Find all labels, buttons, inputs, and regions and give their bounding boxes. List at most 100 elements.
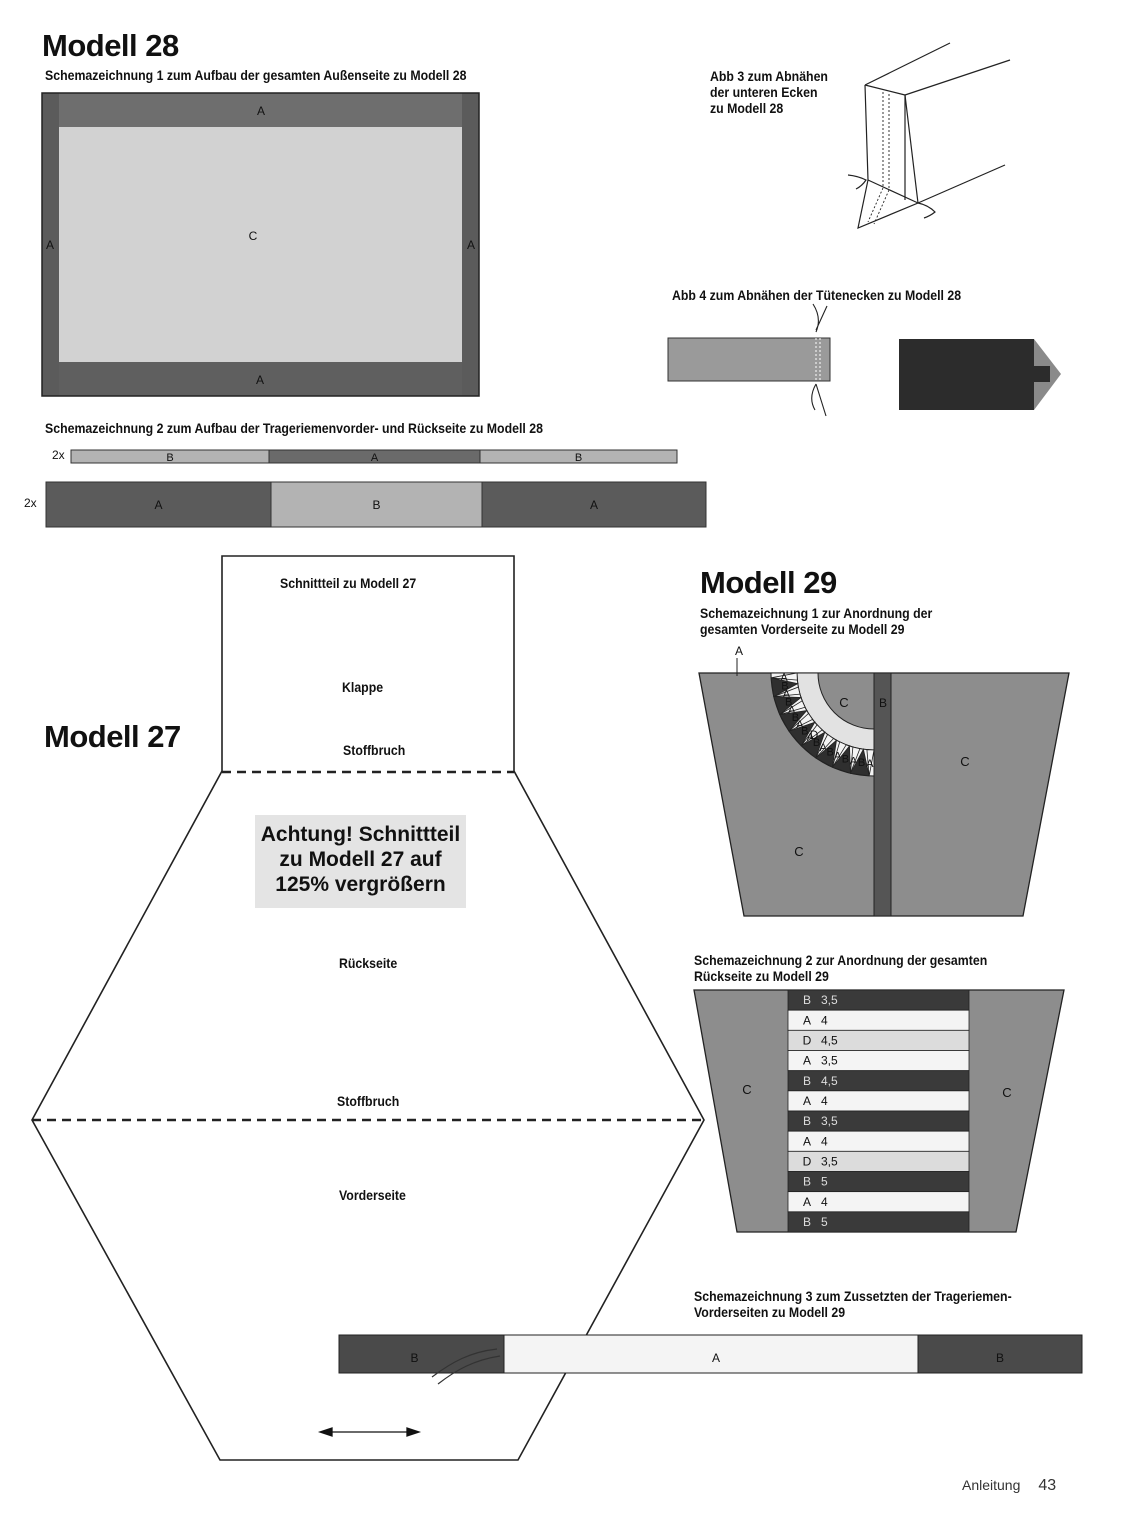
m29-fan-piece-label: B: [801, 725, 808, 737]
m29-pointer-label: A: [735, 644, 743, 658]
m29-fan-piece-label: B: [792, 712, 799, 724]
m29-stripe-width: 3,5: [821, 993, 838, 1007]
m28-abb4-dark-piece: [899, 339, 1034, 410]
m29-fan-piece: [800, 724, 823, 747]
m28-strip2-segment-label: B: [372, 498, 380, 512]
m29-stripe-letter: A: [803, 1013, 811, 1027]
m27-warning-text: Achtung! Schnittteil zu Modell 27 auf 12…: [255, 822, 466, 897]
m29-fan-piece-label: B: [785, 697, 792, 709]
m29-fan-piece: [849, 748, 870, 777]
m28-label-left: A: [46, 238, 54, 252]
m29-stripe: [787, 1211, 970, 1233]
m28-schema2-caption: Schemazeichnung 2 zum Aufbau der Trageri…: [45, 420, 543, 436]
m29-stripe-width: 4: [821, 1195, 828, 1209]
m29-stripe-letter: A: [803, 1134, 811, 1148]
m29-strap-segment: [917, 1334, 1083, 1374]
m28-panel-left-a: [42, 93, 59, 396]
m29-stripe: [787, 1050, 970, 1072]
m29-strap-segment-label: B: [410, 1351, 418, 1365]
m28-label-top: A: [257, 104, 265, 118]
m29-stripe-letter: A: [803, 1195, 811, 1209]
m28-abb3-caption-line2: der unteren Ecken: [710, 84, 818, 100]
m29-back-label-right: C: [1002, 1085, 1011, 1100]
m29-strip-b: [873, 672, 892, 917]
m27-warning-line3: 125% vergrößern: [275, 873, 446, 896]
m29-stripe-letter: B: [803, 1175, 811, 1189]
m29-fan-piece: [779, 709, 808, 732]
m28-label-center: C: [249, 229, 258, 243]
m29-stripe: [787, 989, 970, 1011]
m27-warning-box: [255, 815, 466, 908]
m29-schema3-caption-line2: Vorderseiten zu Modell 29: [694, 1304, 846, 1320]
m29-fan-piece-label: A: [819, 742, 827, 754]
m28-panel-right-a: [462, 93, 479, 396]
m27-grainline-arrow: [317, 1427, 422, 1437]
page-number: 43: [1038, 1477, 1057, 1494]
m28-strip2-segment: [481, 481, 707, 528]
m27-fold-label-2: Stoffbruch: [337, 1093, 400, 1109]
m27-title: Modell 27: [44, 719, 181, 754]
m29-fan-piece: [788, 721, 816, 747]
m29-title: Modell 29: [700, 565, 837, 600]
m28-strip1-segment-label: B: [575, 452, 582, 464]
m29-strap-segment-label: B: [996, 1351, 1004, 1365]
m28-strip2-count: 2x: [24, 496, 37, 510]
m29-stripe: [787, 1009, 970, 1031]
m29-fan-piece: [815, 733, 835, 759]
m29-stripe-letter: B: [803, 1074, 811, 1088]
m28-abb3-caption-line3: zu Modell 28: [710, 100, 784, 116]
m28-schema1-diagram: A C A A A: [41, 92, 480, 397]
m27-rueckseite-label: Rückseite: [339, 955, 398, 971]
m29-fan-piece: [771, 672, 798, 681]
m29-stripe-width: 3,5: [821, 1054, 838, 1068]
m29-schema2-caption-line2: Rückseite zu Modell 29: [694, 968, 829, 984]
m29-fan-piece-label: B: [781, 680, 788, 692]
m29-stripe-width: 4,5: [821, 1074, 838, 1088]
m28-strip1-segment-label: A: [371, 452, 379, 464]
m29-stripe: [787, 1070, 970, 1092]
m29-stripe-width: 4: [821, 1013, 828, 1027]
m27-vorderseite-label: Vorderseite: [339, 1187, 406, 1203]
m29-fan-piece-label: A: [866, 758, 874, 770]
m28-panel-top-a: [59, 93, 462, 127]
m29-stripe-letter: B: [803, 1114, 811, 1128]
m29-fan-piece: [850, 746, 861, 774]
m28-schema1-caption: Schemazeichnung 1 zum Aufbau der gesamte…: [45, 67, 467, 83]
m29-label-b-strip: B: [879, 696, 887, 710]
m28-abb4-light-piece: [667, 337, 831, 382]
m28-strip2-segment-label: A: [590, 498, 598, 512]
m29-stripe-letter: B: [803, 993, 811, 1007]
m28-abb3-caption-line1: Abb 3 zum Abnähen: [710, 68, 828, 84]
m29-schema1-caption-line2: gesamten Vorderseite zu Modell 29: [700, 621, 905, 637]
m29-label-c-top: C: [839, 695, 848, 710]
m28-abb4-drawing: [667, 303, 1061, 417]
m28-strip2-segment: [45, 481, 272, 528]
m29-stripe-width: 4,5: [821, 1033, 838, 1047]
m29-stripe: [787, 1029, 970, 1051]
m28-schema1-border: [41, 92, 480, 397]
m27-warning-line1: Achtung! Schnittteil: [260, 823, 461, 846]
m29-stripe-width: 5: [821, 1175, 828, 1189]
m29-fan-piece-label: B: [858, 757, 865, 769]
m28-strip1-segment: [479, 449, 678, 464]
m28-panel-bottom-a: [59, 362, 462, 396]
m29-fan-piece-label: A: [788, 704, 796, 716]
m29-stripe-letter: D: [803, 1154, 812, 1168]
m28-strip2-segment: [270, 481, 483, 528]
m29-stripe-width: 3,5: [821, 1154, 838, 1168]
m29-stripe-letter: D: [803, 1033, 812, 1047]
m28-label-bottom: A: [256, 373, 264, 387]
m28-abb3-drawing: [847, 42, 1011, 229]
m29-label-d-ring: D: [810, 728, 819, 742]
m29-fan-piece-label: A: [850, 756, 858, 768]
m29-quarter-c: [817, 672, 875, 730]
m29-stripe: [787, 1130, 970, 1152]
m29-schema2-caption-line1: Schemazeichnung 2 zur Anordnung der gesa…: [694, 952, 988, 968]
m29-label-c-bottom: C: [794, 844, 803, 859]
m29-fan-piece: [800, 731, 826, 759]
